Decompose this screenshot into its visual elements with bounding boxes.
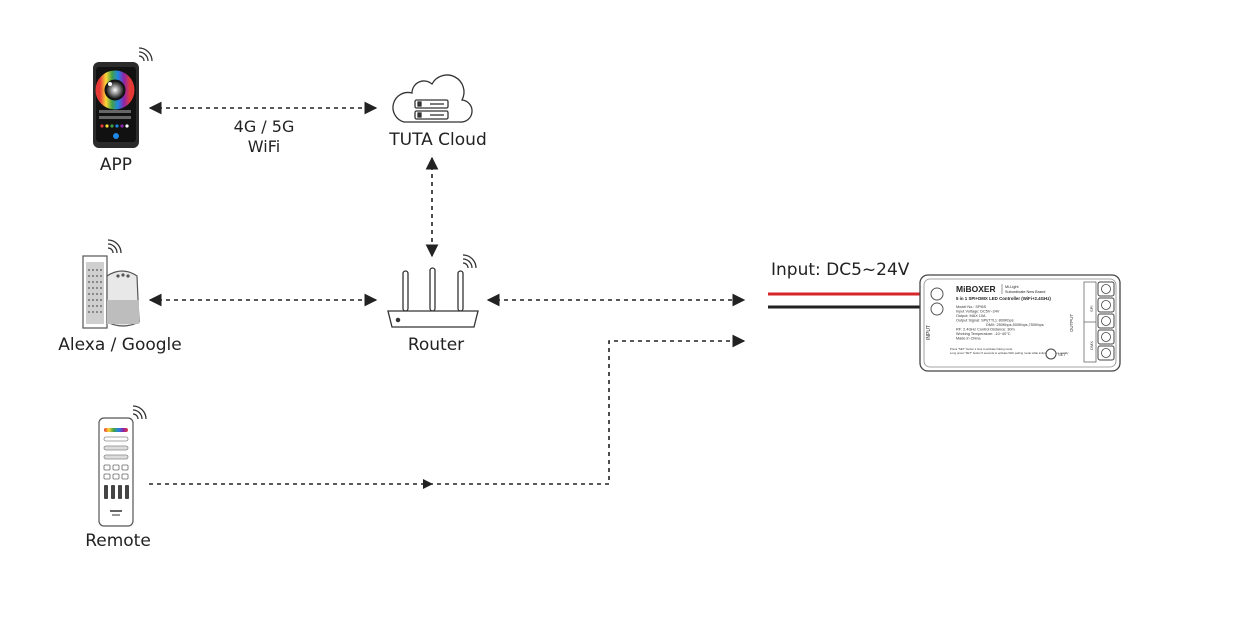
router-label: Router [407,335,465,355]
controller-output-label: OUTPUT [1069,314,1074,332]
remote-label: Remote [85,531,151,551]
wifi-label: WiFi [247,137,281,156]
controller-title: 5 in 1 SPI+DMX LED Controller (WiFi+2.4G… [956,296,1051,301]
router-icon [387,267,479,328]
cloud-label: TUTA Cloud [389,130,487,150]
smart-speaker-icon [82,255,140,329]
controller-spi-label: SPI [1089,306,1094,312]
controller-spec-line: Model No.: SPI6S [956,305,987,309]
app-label: APP [99,155,133,175]
network-label: 4G / 5G [233,117,295,136]
controller-dmx-label: DMX [1089,341,1094,350]
power-input-label: Input: DC5~24V [771,260,910,280]
controller-spec-line: Output: MAX 10A [956,314,986,318]
wifi-signal-icon [107,239,122,254]
controller-note: Long press "SET" button 5 seconds to act… [950,351,1069,355]
wifi-signal-icon [132,405,147,420]
controller-spec-line: DMX: 250Kbps,500Kbps,750Kbps [986,323,1044,327]
cloud-icon [392,74,473,123]
controller-note: Press "SET" button 1 time to activate li… [950,347,1013,351]
controller-spec-line: Working Temperature: -10~40°C [956,332,1011,336]
controller-subbrand-1: Mi-Light [1005,285,1019,289]
controller-subbrand-2: Subordinate New Brand [1005,290,1045,294]
voice-assistant-label: Alexa / Google [58,335,182,355]
set-button [1045,348,1057,360]
controller-brand: MiBOXER [956,284,996,294]
wifi-signal-icon [462,254,477,269]
controller-spec-line: Input Voltage: DC5V~24V [956,310,1000,314]
phone-icon [93,62,139,148]
remote-control-icon [98,417,134,527]
controller-spec-line: Output Signal: SPI(TTL): 800Kbps [956,319,1014,323]
wifi-signal-icon [138,47,153,62]
controller-input-label: INPUT [926,325,932,340]
led-controller-device: INPUT MiBOXER Mi-Light Subordinate New B… [919,274,1121,372]
set-label: SET [1058,352,1066,357]
remote-controller-connector [149,334,746,485]
controller-spec-line: RF: 2.4GHz Control Distance: 30m [956,328,1015,332]
controller-spec-line: Made in China [956,337,981,341]
remote-path-arrow [423,479,433,489]
